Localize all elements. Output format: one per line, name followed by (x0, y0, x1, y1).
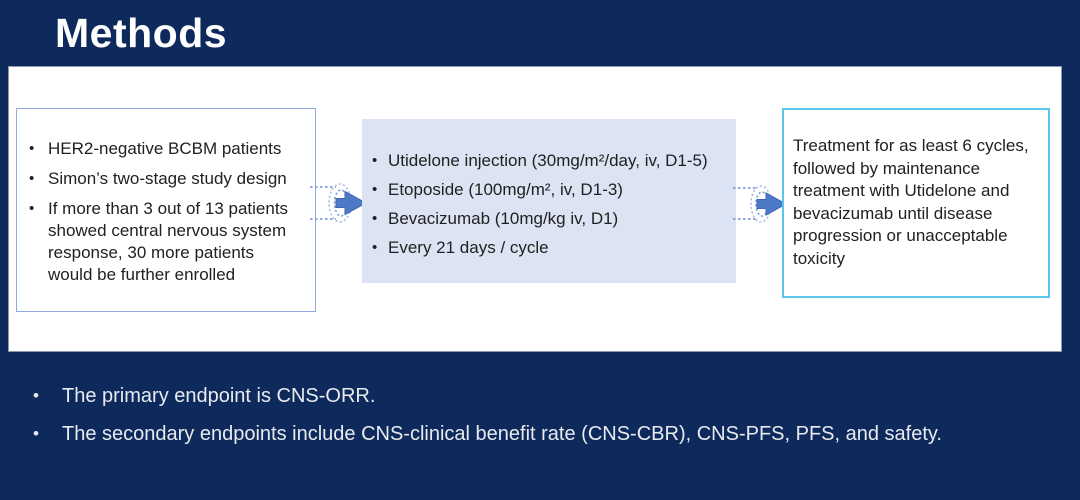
bullet-icon: • (29, 140, 35, 157)
bullet-icon: • (33, 386, 39, 405)
eligibility-bullet-text: HER2-negative BCBM patients (48, 139, 282, 158)
bullet-icon: • (33, 424, 39, 443)
bullet-icon: • (372, 181, 378, 198)
list-item: • HER2-negative BCBM patients (29, 138, 311, 160)
bullet-icon: • (372, 239, 378, 256)
list-item: • The secondary endpoints include CNS-cl… (33, 422, 1063, 446)
regimen-bullet-text: Etoposide (100mg/m², iv, D1-3) (388, 180, 623, 199)
list-item: • Bevacizumab (10mg/kg iv, D1) (372, 208, 728, 230)
bullet-icon: • (29, 170, 35, 187)
regimen-bullet-text: Bevacizumab (10mg/kg iv, D1) (388, 209, 619, 228)
primary-endpoint-text: The primary endpoint is CNS-ORR. (62, 385, 376, 407)
eligibility-bullet-text: Simon’s two-stage study design (48, 169, 287, 188)
bullet-icon: • (372, 152, 378, 169)
eligibility-bullet-text: If more than 3 out of 13 patients showed… (48, 199, 289, 284)
regimen-box: • Utidelone injection (30mg/m²/day, iv, … (362, 119, 736, 283)
eligibility-box: • HER2-negative BCBM patients • Simon’s … (16, 108, 316, 312)
bullet-icon: • (372, 210, 378, 227)
flow-arrow-icon (310, 183, 368, 223)
maintenance-text: Treatment for as least 6 cycles, followe… (793, 136, 1029, 268)
slide-title: Methods (55, 10, 228, 56)
list-item: • The primary endpoint is CNS-ORR. (33, 384, 1063, 408)
bullet-icon: • (29, 200, 35, 217)
regimen-bullet-text: Every 21 days / cycle (388, 238, 549, 257)
endpoints-section: • The primary endpoint is CNS-ORR. • The… (33, 384, 1063, 460)
regimen-bullet-text: Utidelone injection (30mg/m²/day, iv, D1… (388, 151, 708, 170)
list-item: • If more than 3 out of 13 patients show… (29, 198, 311, 286)
maintenance-box: Treatment for as least 6 cycles, followe… (782, 108, 1050, 298)
secondary-endpoints-text: The secondary endpoints include CNS-clin… (62, 423, 942, 445)
list-item: • Utidelone injection (30mg/m²/day, iv, … (372, 150, 728, 172)
list-item: • Every 21 days / cycle (372, 237, 728, 259)
list-item: • Simon’s two-stage study design (29, 168, 311, 190)
flow-arrow-icon (733, 185, 788, 223)
list-item: • Etoposide (100mg/m², iv, D1-3) (372, 179, 728, 201)
